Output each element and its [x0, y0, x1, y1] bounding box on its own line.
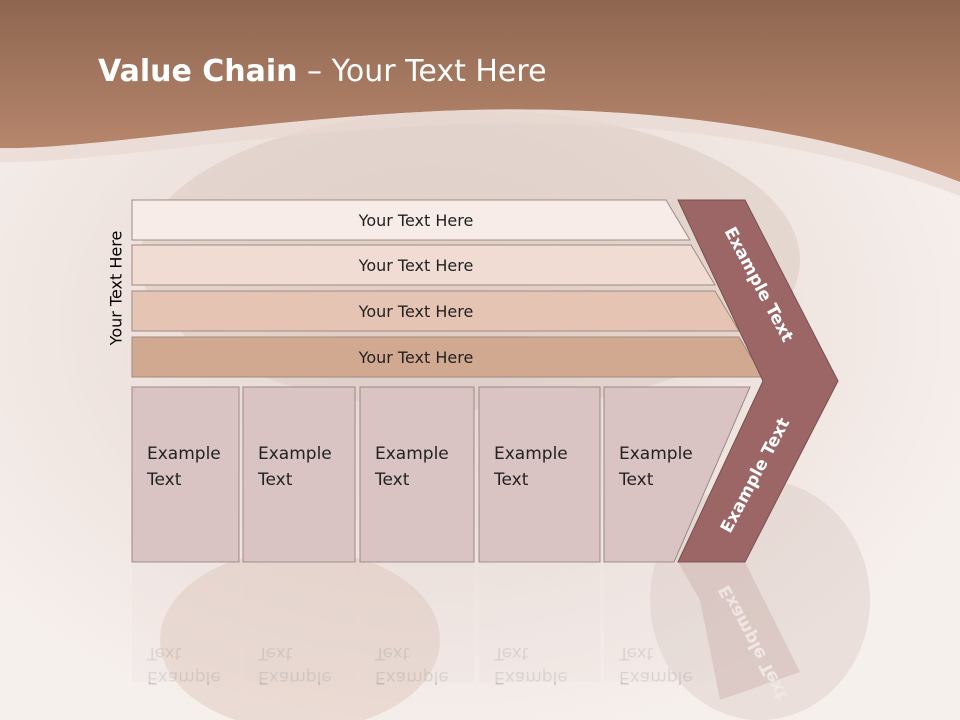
- primary-box-line1: Example: [375, 444, 449, 464]
- primary-box-shape: [603, 386, 751, 563]
- support-row-shape: [131, 244, 716, 286]
- primary-box-reflection: Text: [257, 643, 293, 663]
- primary-box-reflection: Example: [619, 667, 693, 687]
- primary-box-shape: [359, 386, 475, 563]
- primary-box-reflection: Example: [375, 667, 449, 687]
- primary-box-reflection: Example: [258, 667, 332, 687]
- primary-box-reflection: Example: [494, 667, 568, 687]
- primary-box-line1: Example: [494, 444, 568, 464]
- support-row-label: Your Text Here: [358, 211, 474, 230]
- primary-box-shape: [131, 386, 240, 563]
- primary-box-reflection-shape: [132, 562, 239, 682]
- primary-box-line1: Example: [619, 444, 693, 464]
- slide-title: Value Chain – Your Text Here: [98, 54, 547, 89]
- primary-box-reflection-shape: [243, 562, 355, 682]
- title-rest: – Your Text Here: [297, 54, 547, 89]
- primary-box-line2: Text: [257, 470, 293, 490]
- primary-box-reflection: Text: [374, 643, 410, 663]
- primary-box-line2: Text: [493, 470, 529, 490]
- support-row: Your Text Here: [131, 244, 716, 286]
- chevron-shape: [677, 199, 839, 563]
- primary-box-line2: Text: [146, 470, 182, 490]
- support-row-label: Your Text Here: [358, 348, 474, 367]
- primary-box-shape: [478, 386, 601, 563]
- support-row-label: Your Text Here: [358, 302, 474, 321]
- support-row: Your Text Here: [131, 199, 691, 241]
- support-row-label: Your Text Here: [358, 256, 474, 275]
- primary-box-reflection-shape: [479, 562, 600, 682]
- title-bold: Value Chain: [98, 54, 298, 89]
- primary-box-reflection: Text: [493, 643, 529, 663]
- primary-box-line1: Example: [258, 444, 332, 464]
- primary-box-line2: Text: [618, 470, 654, 490]
- primary-box-line2: Text: [374, 470, 410, 490]
- primary-box-line1: Example: [147, 444, 221, 464]
- primary-box-reflection-shape: [360, 562, 474, 682]
- primary-box-reflection: Text: [618, 643, 654, 663]
- primary-box-shape: [242, 386, 356, 563]
- primary-box-reflection: Text: [146, 643, 182, 663]
- primary-box-reflection-shape: [604, 562, 738, 682]
- support-row: Your Text Here: [131, 290, 740, 332]
- support-row: Your Text Here: [131, 336, 764, 378]
- support-row-shape: [131, 199, 691, 241]
- primary-box-reflection: Example: [147, 667, 221, 687]
- chevron-reflection: [678, 562, 800, 700]
